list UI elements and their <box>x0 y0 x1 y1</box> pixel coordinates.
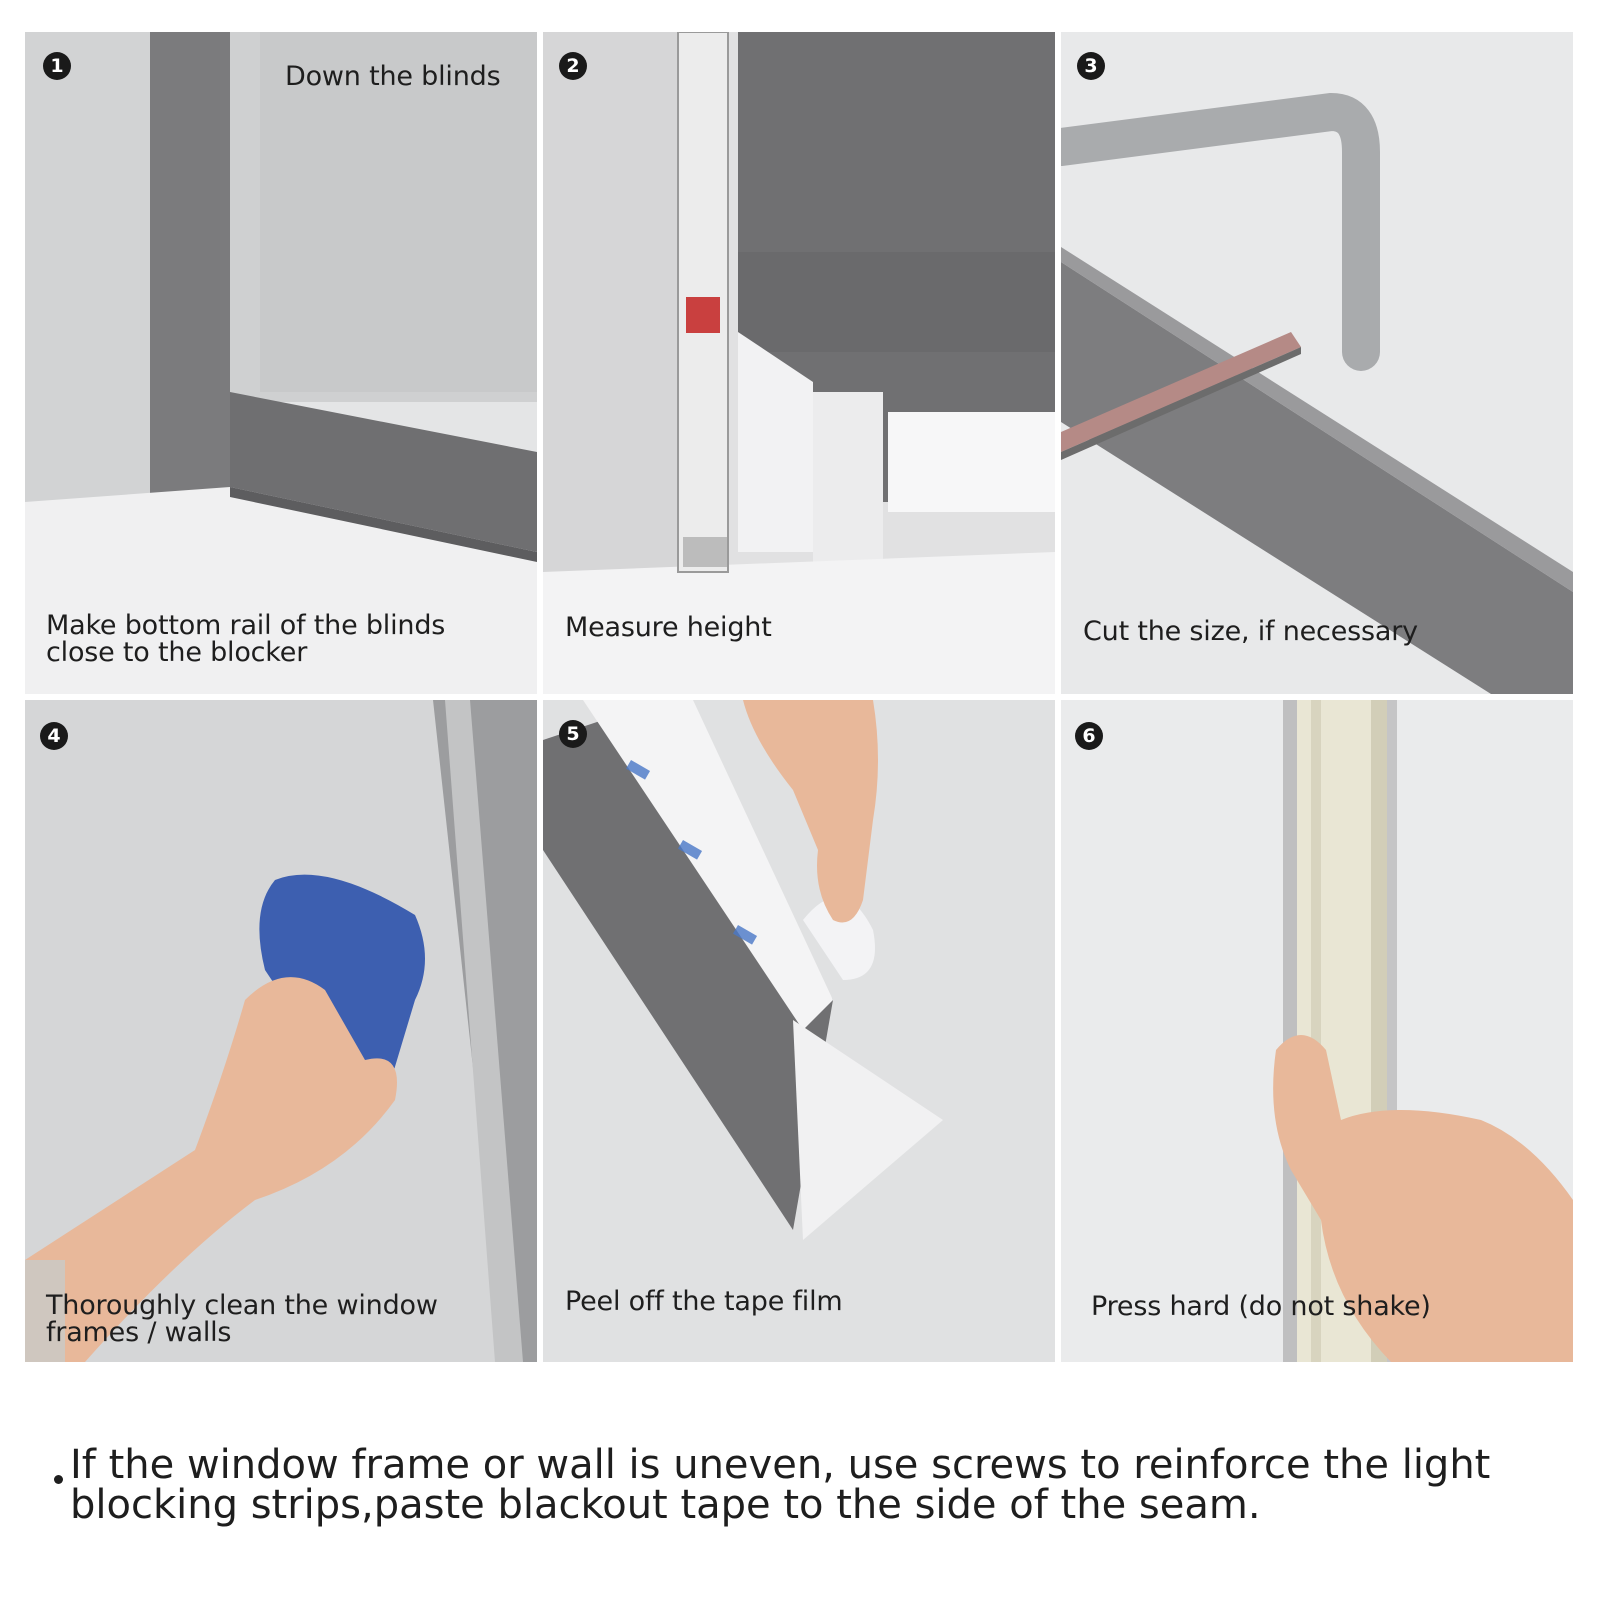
step-2-illustration <box>543 32 1055 694</box>
step-5-panel: 5 Peel off the tape film <box>543 700 1055 1362</box>
step-3-panel: 3 Cut the size, if necessary <box>1061 32 1573 694</box>
step-3-caption: Cut the size, if necessary <box>1083 616 1418 647</box>
step-3-illustration <box>1061 32 1573 694</box>
step-6-panel: 6 Press hard (do not shake) <box>1061 700 1573 1362</box>
step-1-panel: 1 Down the blinds Make bottom rail of th… <box>25 32 537 694</box>
step-2-caption: Measure height <box>565 612 772 643</box>
step-5-caption: Peel off the tape film <box>565 1286 843 1317</box>
step-5-illustration <box>543 700 1055 1362</box>
step-6-caption: Press hard (do not shake) <box>1091 1291 1431 1322</box>
step-4-illustration <box>25 700 537 1362</box>
step-1-illustration <box>25 32 537 694</box>
step-1-caption: Make bottom rail of the blinds close to … <box>46 610 446 668</box>
bullet-icon <box>54 1475 63 1484</box>
step-2-number: 2 <box>559 52 587 80</box>
step-6-illustration <box>1061 700 1573 1362</box>
step-4-panel: 4 Thoroughly clean the window frames / w… <box>25 700 537 1362</box>
step-6-number: 6 <box>1075 722 1103 750</box>
step-4-number: 4 <box>40 722 68 750</box>
step-1-number: 1 <box>43 52 71 80</box>
step-5-number: 5 <box>559 720 587 748</box>
installation-note-text: If the window frame or wall is uneven, u… <box>70 1442 1491 1528</box>
step-3-number: 3 <box>1077 52 1105 80</box>
steps-grid: 1 Down the blinds Make bottom rail of th… <box>25 32 1581 1369</box>
step-1-top-caption: Down the blinds <box>285 61 501 92</box>
step-2-panel: 2 Measure height <box>543 32 1055 694</box>
step-4-caption: Thoroughly clean the window frames / wal… <box>46 1290 438 1348</box>
